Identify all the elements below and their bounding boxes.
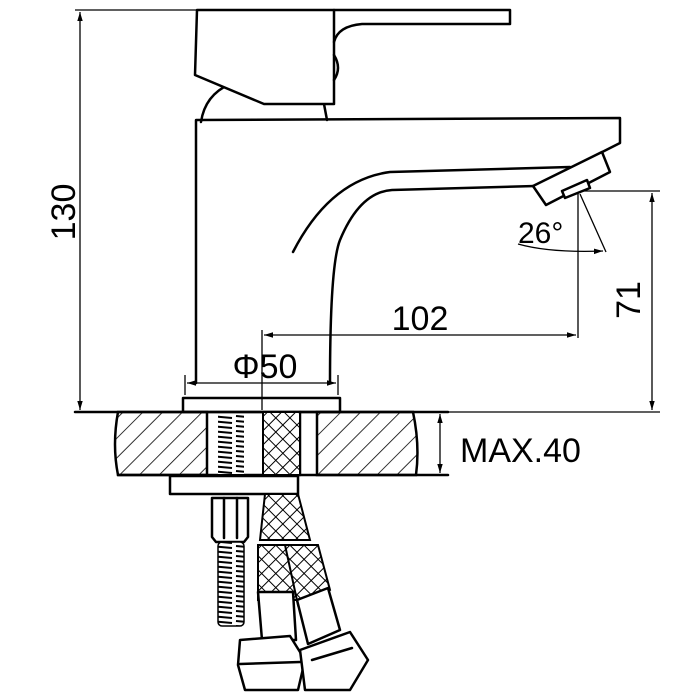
hose-upper bbox=[262, 411, 301, 476]
dim-spout-angle: 26° bbox=[518, 217, 563, 250]
aerator bbox=[531, 150, 612, 207]
dim-max-counter-thickness: MAX.40 bbox=[460, 432, 581, 470]
mounting-nut bbox=[210, 496, 250, 544]
mounting-washer bbox=[168, 474, 300, 496]
dim-reach-102: 102 bbox=[392, 300, 449, 338]
lever-handle bbox=[193, 8, 512, 124]
faucet-body bbox=[194, 116, 622, 385]
dim-spout-height-71: 71 bbox=[610, 281, 648, 319]
threaded-rod-lower bbox=[217, 541, 245, 627]
dim-base-diameter: Φ50 bbox=[233, 348, 298, 386]
dim-height-130: 130 bbox=[45, 184, 83, 241]
flexible-hoses bbox=[236, 493, 370, 692]
threaded-rod-upper bbox=[218, 414, 244, 474]
dimension-lines bbox=[75, 9, 660, 473]
